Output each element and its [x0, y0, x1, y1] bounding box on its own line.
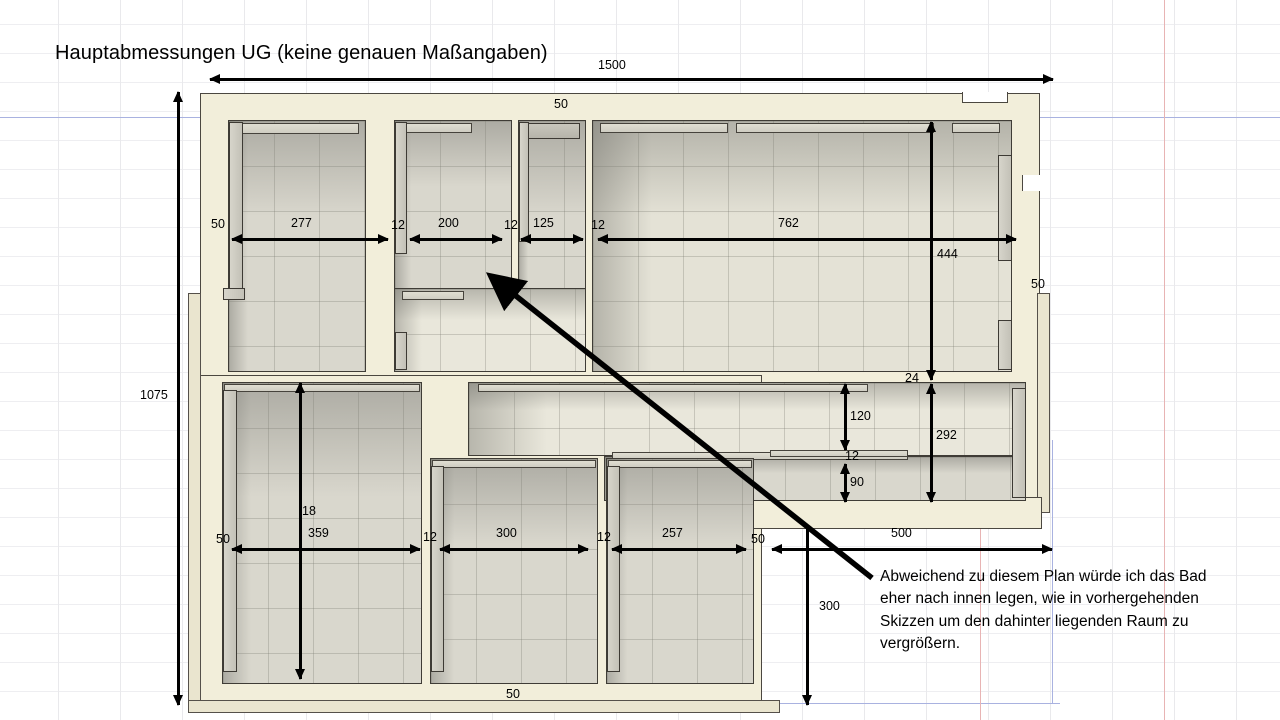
- dim-120: 120: [839, 383, 871, 451]
- dim-300-label: 300: [496, 526, 517, 540]
- dim-24-label: 24: [905, 371, 919, 385]
- dim-90: 90: [839, 463, 864, 503]
- dim-292-label: 292: [936, 428, 957, 442]
- room-bottom-middle-band: [432, 460, 596, 468]
- room-top-2: [394, 120, 512, 295]
- dim-200: 200: [409, 217, 503, 245]
- dim-18-label: 18: [302, 504, 316, 518]
- dim-50-top-label: 50: [554, 97, 568, 111]
- dim-300-vertical: 300: [801, 525, 840, 706]
- annotation-text: Abweichend zu diesem Plan würde ich das …: [880, 568, 1207, 653]
- dim-277-label: 277: [291, 216, 312, 230]
- room-middle-small-band: [402, 291, 464, 300]
- dim-12-mid-label: 12: [845, 449, 859, 463]
- dim-50-bottom-label: 50: [506, 687, 520, 701]
- room-lower-right-face: [1012, 388, 1026, 498]
- room-bottom-right-band: [608, 460, 752, 468]
- room-lower-left-band: [224, 384, 420, 392]
- dim-762-label: 762: [778, 216, 799, 230]
- room-lower-left-face: [223, 390, 237, 672]
- dim-125: 125: [520, 217, 584, 245]
- room-top-large: [592, 120, 1012, 372]
- exterior-wall-right-face: [1037, 293, 1050, 513]
- room-top-large-band-c: [952, 123, 1000, 133]
- room-top-large-right-face-2: [998, 320, 1012, 370]
- dim-1500: 1500: [209, 59, 1054, 85]
- dim-1075: 1075: [140, 91, 184, 706]
- dim-762: 762: [597, 217, 1017, 245]
- dim-12-e-label: 12: [597, 530, 611, 544]
- exterior-wall-bottom-face: [188, 700, 780, 713]
- dim-300: 300: [439, 527, 589, 555]
- dim-18: 18: [294, 382, 316, 680]
- dim-257-label: 257: [662, 526, 683, 540]
- dim-120-label: 120: [850, 409, 871, 423]
- dim-50-left-lower-label: 50: [216, 532, 230, 546]
- dim-12-d-label: 12: [423, 530, 437, 544]
- dim-292: 292: [925, 383, 957, 503]
- room-lower-left: [222, 382, 422, 684]
- dim-200-label: 200: [438, 216, 459, 230]
- dim-12-b-label: 12: [504, 218, 518, 232]
- dim-1500-label: 1500: [598, 58, 626, 72]
- dim-300-vertical-label: 300: [819, 599, 840, 613]
- dim-125-label: 125: [533, 216, 554, 230]
- dim-359: 359: [231, 527, 421, 555]
- dim-12-a-label: 12: [391, 218, 405, 232]
- dim-444: 444: [925, 121, 958, 381]
- dim-50-left-upper-label: 50: [211, 217, 225, 231]
- dim-277: 277: [231, 217, 389, 245]
- dim-50-step-label: 50: [751, 532, 765, 546]
- dim-90-label: 90: [850, 475, 864, 489]
- dim-1075-label: 1075: [140, 388, 168, 402]
- dim-12-c-label: 12: [591, 218, 605, 232]
- room-middle-small-left-face: [395, 332, 407, 370]
- room-bottom-middle-face: [431, 466, 444, 672]
- room-top-2-left-face: [395, 122, 407, 254]
- partition-thin-right: [770, 450, 908, 457]
- room-bottom-right: [606, 458, 754, 684]
- dim-444-label: 444: [937, 247, 958, 261]
- page-title: Hauptabmessungen UG (keine genauen Maßan…: [55, 42, 548, 64]
- dim-359-label: 359: [308, 526, 329, 540]
- dim-257: 257: [611, 527, 747, 555]
- room-top-1: [228, 120, 366, 372]
- dim-500: 500: [771, 527, 1053, 555]
- dim-50-right-label: 50: [1031, 277, 1045, 291]
- room-top-large-band-a: [600, 123, 728, 133]
- corridor-band: [478, 384, 868, 392]
- room-bottom-right-face: [607, 466, 620, 672]
- dim-500-label: 500: [891, 526, 912, 540]
- room-bottom-middle: [430, 458, 598, 684]
- room-top-1-door-recess: [223, 288, 245, 300]
- exterior-wall-notch: [962, 92, 1008, 103]
- exterior-wall-right-step: [1022, 175, 1041, 191]
